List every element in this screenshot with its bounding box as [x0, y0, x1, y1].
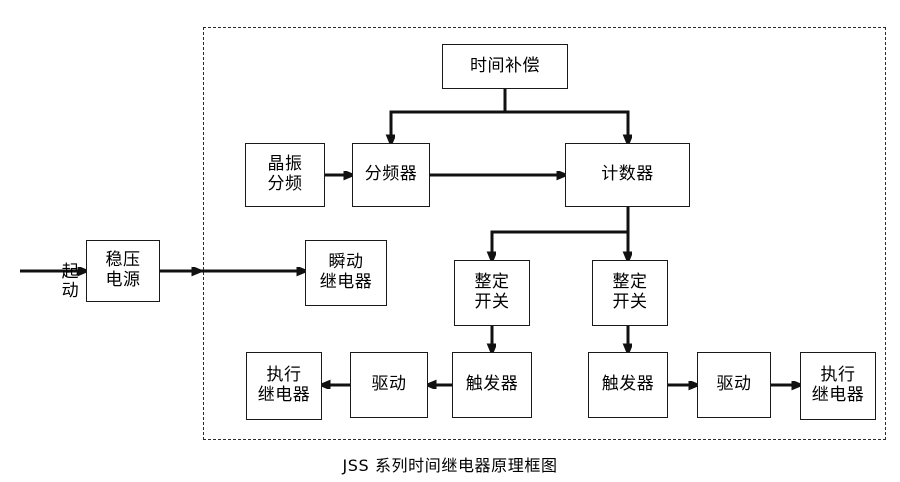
node-execution-relay-left-line2: 继电器 [257, 385, 311, 405]
node-time-compensation[interactable]: 时间补偿 [442, 44, 568, 89]
node-setting-switch-left[interactable]: 整定 开关 [454, 260, 530, 326]
dashed-enclosure-boundary [203, 27, 886, 440]
node-drive-left-line1: 驱动 [371, 374, 407, 395]
node-execution-relay-left[interactable]: 执行 继电器 [246, 352, 322, 420]
node-trigger-right[interactable]: 触发器 [588, 352, 668, 418]
node-execution-relay-right[interactable]: 执行 继电器 [800, 352, 876, 420]
node-setting-switch-right-line1: 整定 [612, 272, 648, 293]
node-drive-right[interactable]: 驱动 [697, 352, 771, 418]
node-instantaneous-relay[interactable]: 瞬动 继电器 [305, 240, 387, 306]
node-drive-left[interactable]: 驱动 [350, 352, 428, 418]
node-instantaneous-relay-line2: 继电器 [319, 272, 373, 292]
node-setting-switch-left-line1: 整定 [474, 272, 510, 293]
diagram-caption: JSS 系列时间继电器原理框图 [342, 456, 558, 475]
node-setting-switch-right[interactable]: 整定 开关 [592, 260, 668, 326]
node-trigger-right-line1: 触发器 [601, 374, 655, 395]
node-trigger-left[interactable]: 触发器 [452, 352, 532, 418]
node-power-line1: 稳压 [105, 250, 141, 271]
node-power[interactable]: 稳压 电源 [86, 240, 160, 302]
node-execution-relay-right-line1: 执行 [820, 365, 856, 386]
node-setting-switch-left-line2: 开关 [474, 292, 510, 312]
start-input-label: 起 动 [38, 243, 80, 322]
node-execution-relay-left-line1: 执行 [266, 365, 302, 386]
start-label-line1: 起 [61, 261, 80, 282]
start-label-line2: 动 [61, 281, 80, 302]
node-crystal-divider-line2: 分频 [267, 174, 303, 194]
node-crystal-divider[interactable]: 晶振 分频 [245, 143, 325, 207]
node-frequency-divider-line1: 分频器 [364, 164, 418, 185]
node-power-line2: 电源 [105, 270, 141, 290]
node-time-compensation-line1: 时间补偿 [470, 55, 540, 76]
node-crystal-divider-line1: 晶振 [267, 154, 303, 175]
node-execution-relay-right-line2: 继电器 [811, 385, 865, 405]
node-counter[interactable]: 计数器 [565, 143, 690, 207]
node-counter-line1: 计数器 [601, 164, 654, 185]
node-trigger-left-line1: 触发器 [465, 374, 519, 395]
node-instantaneous-relay-line1: 瞬动 [328, 252, 364, 273]
node-drive-right-line1: 驱动 [716, 374, 752, 395]
node-setting-switch-right-line2: 开关 [612, 292, 648, 312]
node-frequency-divider[interactable]: 分频器 [352, 143, 430, 207]
